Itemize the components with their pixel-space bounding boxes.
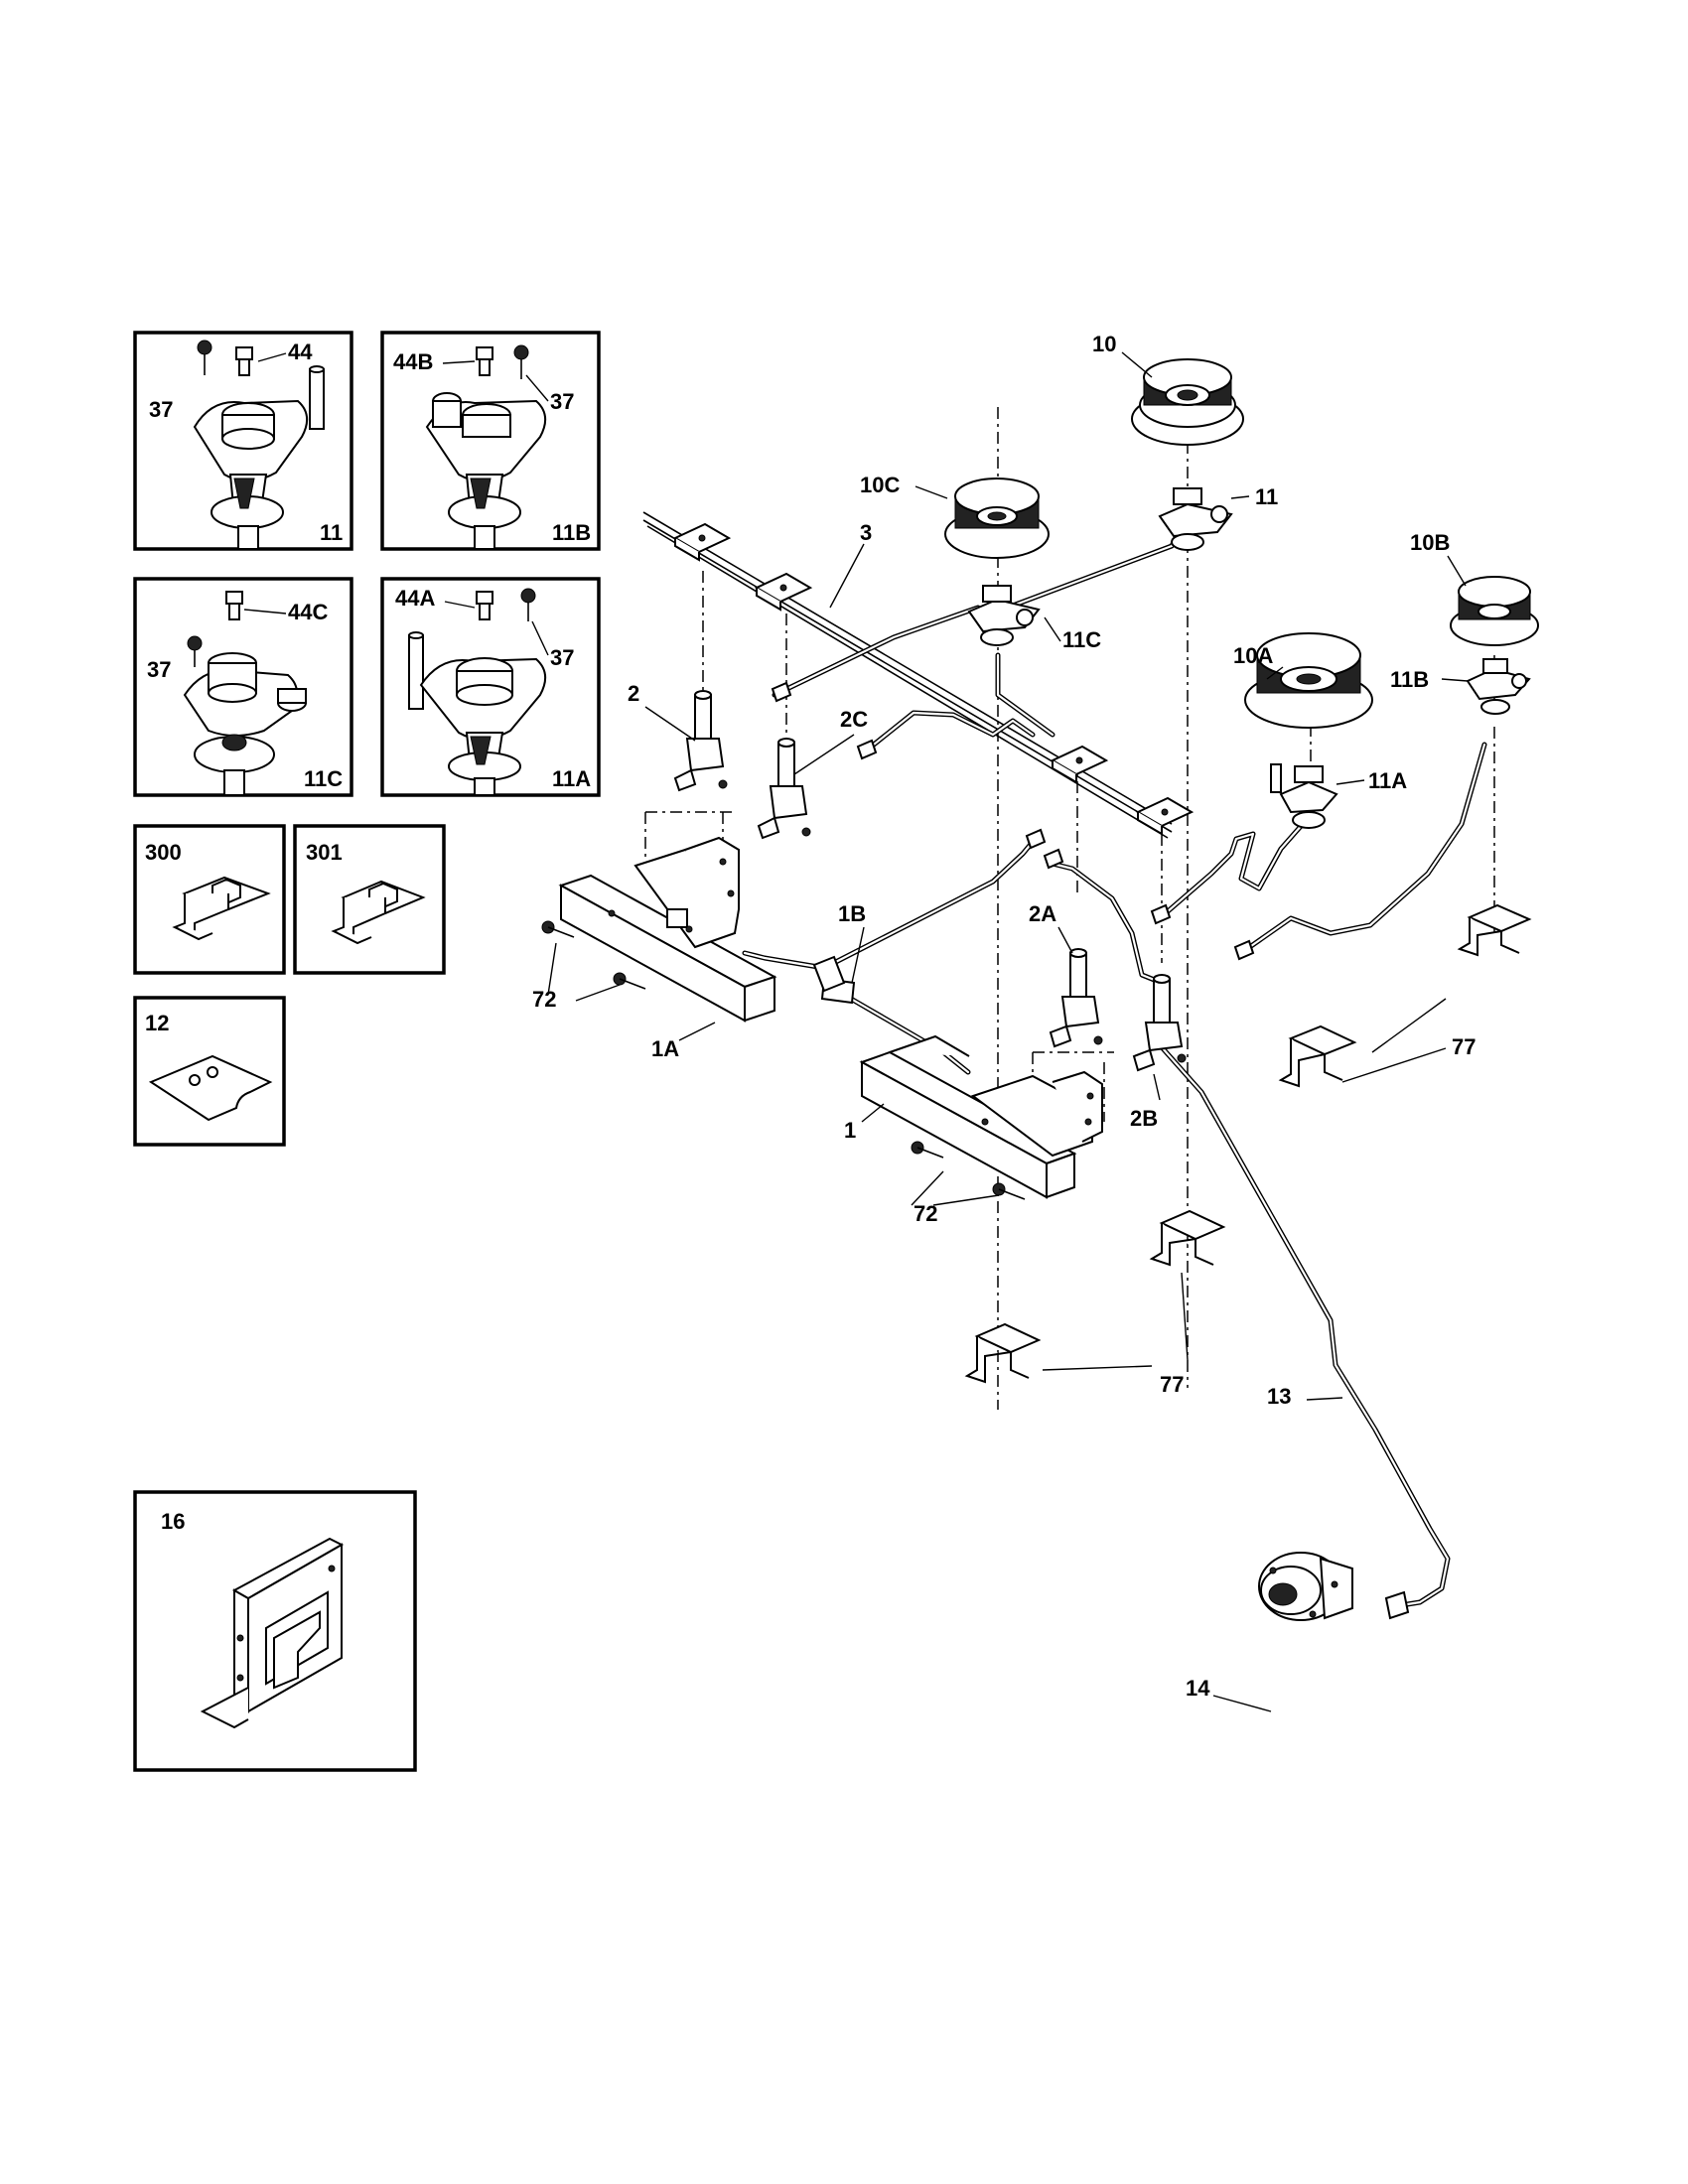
callout-11a: 11A (1368, 768, 1407, 793)
screw-37-icon (187, 635, 203, 667)
inset-box-11: 44 37 11 (133, 331, 353, 551)
burner-base-11c (967, 585, 1041, 646)
burner-base-11-icon (193, 365, 325, 550)
regulator-14 (1258, 1552, 1353, 1621)
bracket-77-icon (1278, 1024, 1357, 1088)
callout-leaders (547, 351, 1469, 1712)
callout-11c: 11C (1062, 627, 1101, 652)
burner-ring-10 (1131, 358, 1244, 446)
clamp-icon (1135, 796, 1195, 836)
callout-11b: 11B (1390, 667, 1429, 692)
tube-1b-coupler (812, 955, 846, 993)
label-37: 37 (550, 645, 574, 670)
callout-10c: 10C (860, 473, 900, 497)
fitting-icon (771, 681, 1410, 1620)
callout-10b: 10B (1410, 530, 1450, 555)
label-16: 16 (161, 1509, 185, 1534)
bracket-77-icon (1149, 1209, 1226, 1267)
label-37: 37 (550, 389, 574, 414)
callout-2c: 2C (840, 707, 868, 732)
orifice-44b-icon (476, 346, 493, 376)
clamp-icon (672, 522, 732, 562)
callout-13: 13 (1267, 1384, 1291, 1409)
callout-77a: 77 (1452, 1034, 1476, 1059)
burner-base-11c-icon (183, 652, 307, 796)
callout-1: 1 (844, 1118, 856, 1143)
burner-ring-10c (944, 478, 1050, 559)
callout-2b: 2B (1130, 1106, 1158, 1131)
label-44b: 44B (393, 349, 433, 374)
burner-base-11 (1158, 487, 1233, 551)
callout-10a: 10A (1233, 643, 1273, 668)
bracket-301-icon (331, 880, 426, 945)
bracket-300-icon (172, 876, 271, 941)
inset-box-12: 12 (133, 996, 286, 1147)
inset-box-16: 16 (133, 1490, 417, 1772)
screw-72-icon (992, 1182, 1026, 1200)
label-11b: 11B (552, 520, 591, 545)
inset-box-300: 300 (133, 824, 286, 975)
burner-base-11b (1466, 658, 1531, 715)
label-37: 37 (149, 397, 173, 422)
clamp-icon (1050, 745, 1109, 784)
label-44a: 44A (395, 586, 435, 611)
callout-77b: 77 (1160, 1372, 1184, 1397)
orifice-44-icon (235, 346, 253, 376)
valve-2 (673, 690, 728, 792)
callout-1b: 1B (838, 901, 866, 926)
alignment-lines (644, 407, 1495, 1410)
bracket-77-icon (1457, 903, 1532, 957)
screw-37-icon (520, 588, 536, 621)
bracket-77-icon (964, 1322, 1042, 1384)
valve-2a (1049, 948, 1103, 1048)
plate-12-icon (148, 1054, 273, 1122)
callout-11: 11 (1255, 484, 1278, 509)
label-44: 44 (288, 340, 313, 364)
valve-2b (1132, 974, 1187, 1072)
label-37: 37 (147, 657, 171, 682)
callout-2: 2 (628, 681, 639, 706)
callout-2a: 2A (1029, 901, 1056, 926)
label-12: 12 (145, 1011, 169, 1035)
screw-72-icon (911, 1141, 944, 1159)
panel-16-icon (200, 1537, 345, 1729)
callout-1a: 1A (651, 1036, 679, 1061)
inset-box-11b: 44B 37 11B (380, 331, 601, 551)
orifice-44c-icon (225, 591, 243, 620)
label-44c: 44C (288, 600, 328, 624)
manifold-1a (558, 836, 777, 1023)
screw-72-icon (613, 972, 646, 990)
manifold-1 (859, 1034, 1103, 1199)
clamp-icon (754, 572, 813, 612)
callout-72b: 72 (914, 1201, 937, 1226)
callout-labels: 10 11 10C 3 10B 11C 10A 11B 2 2C 11A 1B … (532, 332, 1476, 1701)
callout-10: 10 (1092, 332, 1116, 356)
manifold-3 (642, 511, 1195, 839)
inset-box-301: 301 (293, 824, 446, 975)
screw-37-icon (513, 344, 529, 379)
label-301: 301 (306, 840, 343, 865)
burner-base-11b-icon (425, 392, 547, 550)
callout-14: 14 (1186, 1676, 1210, 1701)
burner-base-11a-icon (408, 631, 547, 796)
supply-tubes (742, 523, 1487, 1620)
valve-2c (757, 738, 811, 840)
callout-72a: 72 (532, 987, 556, 1012)
inset-box-11a: 44A 37 11A (380, 577, 601, 797)
orifice-44a-icon (476, 591, 493, 620)
screw-37-icon (197, 340, 212, 375)
burner-ring-10b (1450, 576, 1539, 646)
label-11a: 11A (552, 766, 591, 791)
callout-3: 3 (860, 520, 872, 545)
label-300: 300 (145, 840, 182, 865)
label-11: 11 (320, 520, 343, 545)
burner-base-11a (1270, 763, 1338, 829)
screw-72-icon (541, 920, 575, 938)
label-11c: 11C (304, 766, 343, 791)
inset-box-11c: 44C 37 11C (133, 577, 353, 797)
